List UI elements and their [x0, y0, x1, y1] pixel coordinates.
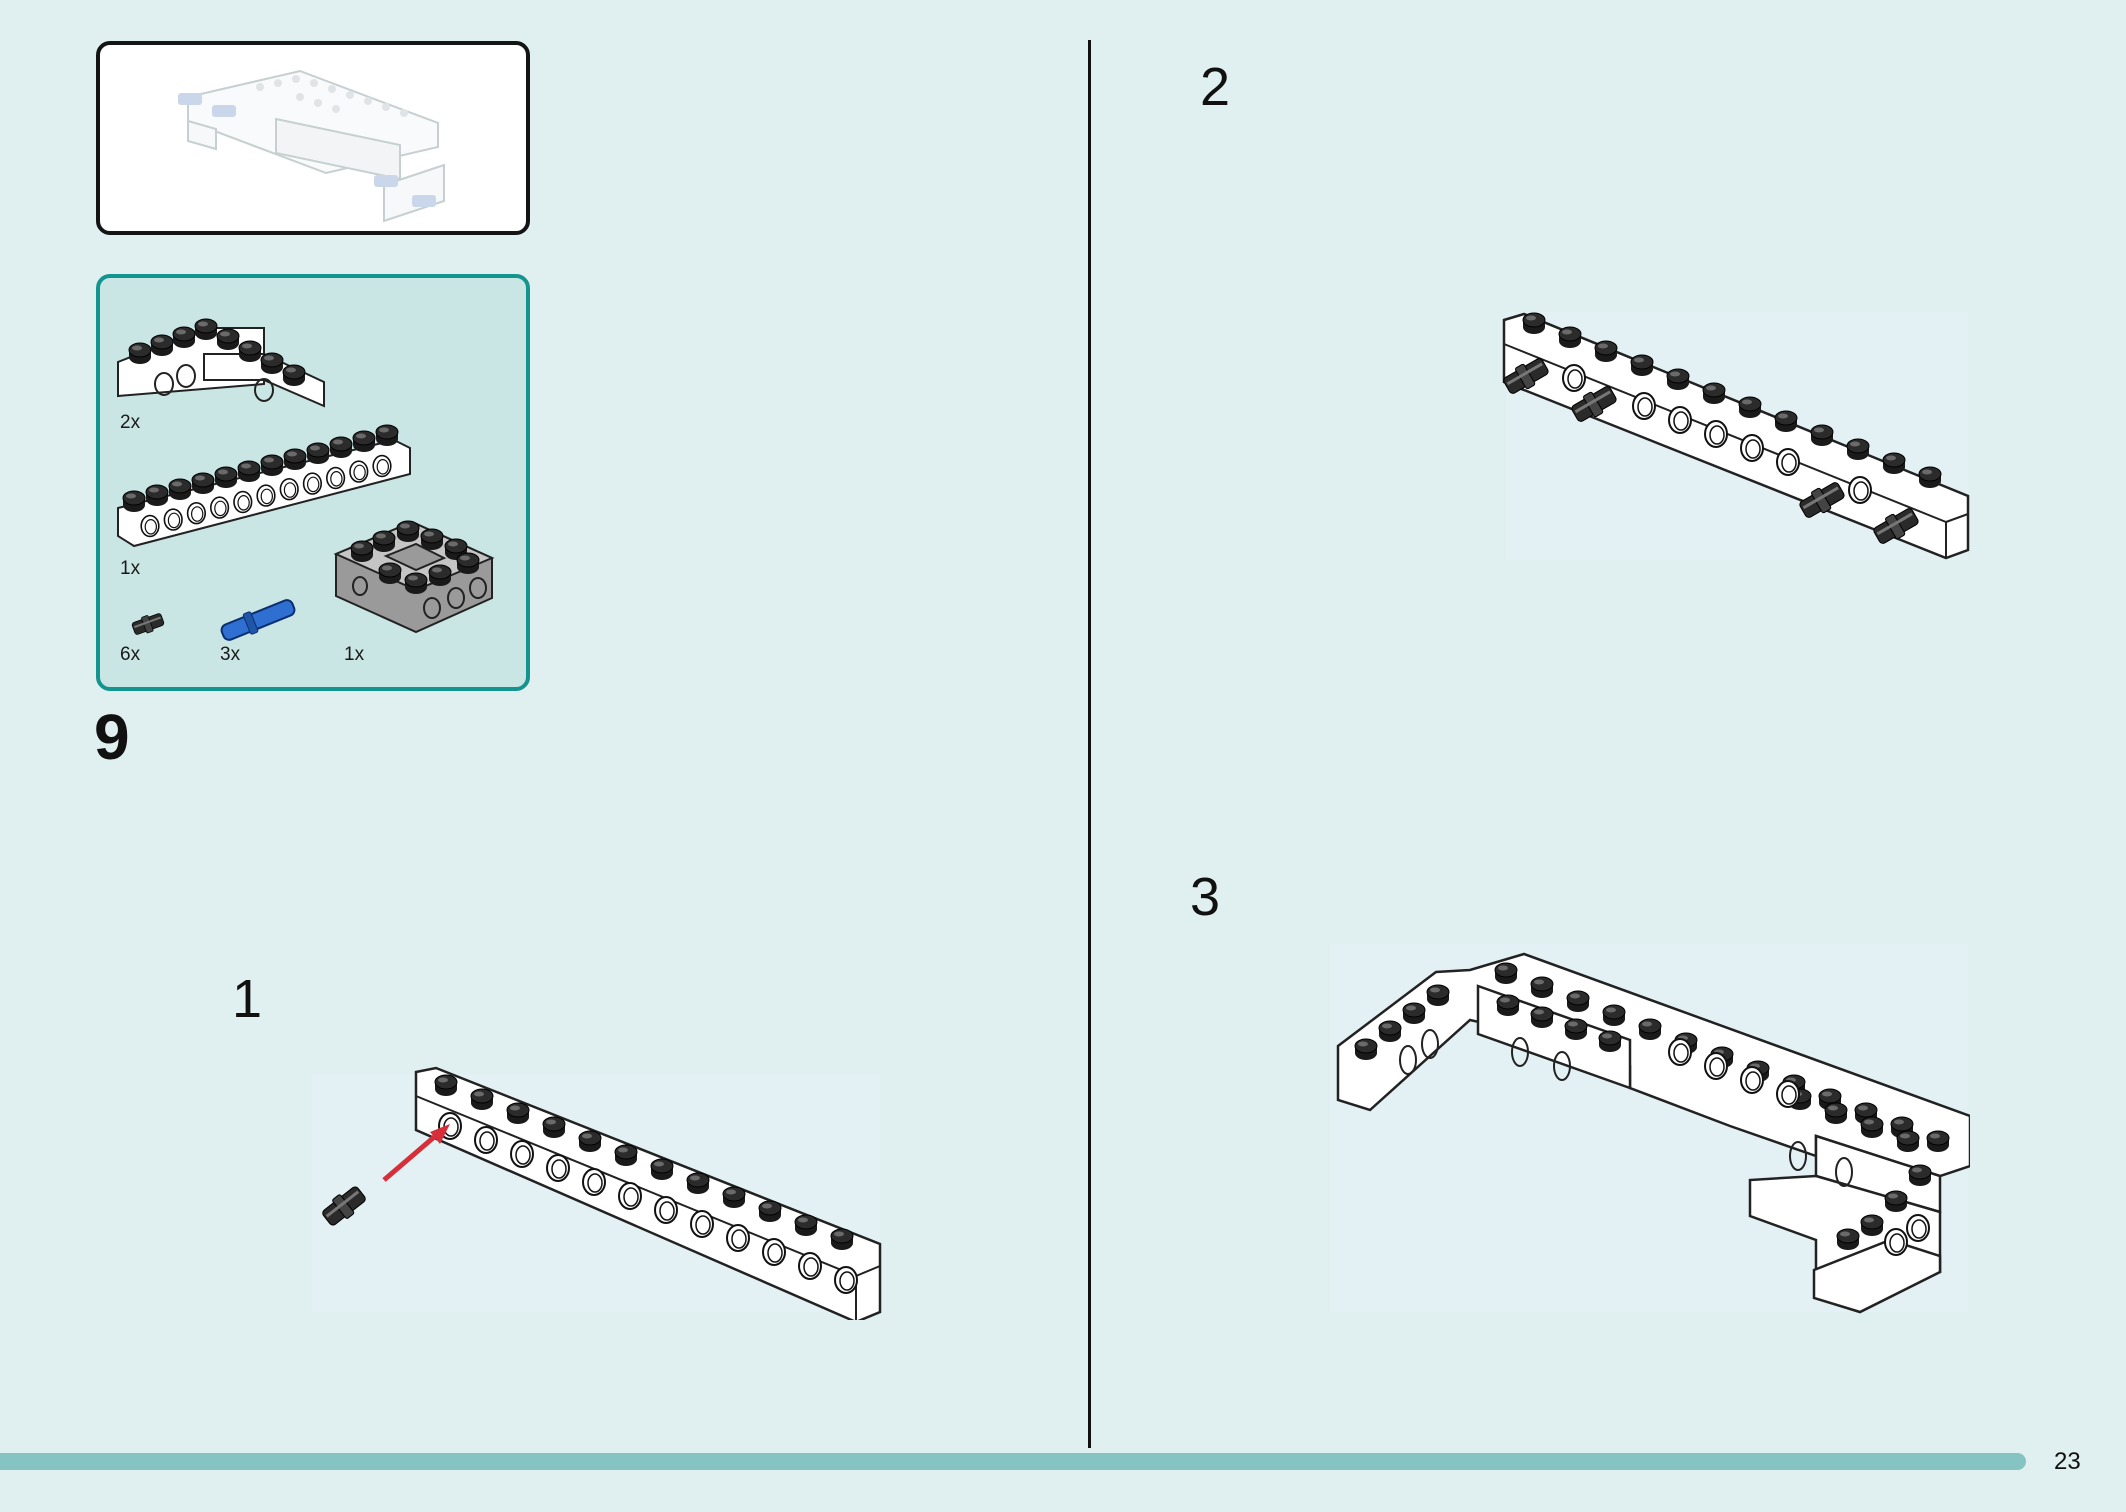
step3-illustration [1336, 952, 1970, 1314]
black-pin-icon [130, 610, 166, 638]
page-number: 23 [2054, 1448, 2081, 1475]
step1-illustration [318, 1066, 882, 1320]
model-preview-icon [178, 69, 445, 223]
blue-axle-pin-icon [220, 599, 296, 641]
part-qty: 6x [120, 644, 141, 665]
main-step-number: 9 [94, 701, 130, 773]
footer-progress-bar [0, 1453, 2026, 1470]
substep-number: 1 [232, 969, 263, 1029]
parts-list-box: 2x 1x 6x 3x [96, 274, 530, 691]
part-qty: 3x [220, 644, 241, 665]
straight-beam-icon [117, 424, 411, 548]
part-qty: 2x [120, 412, 141, 433]
substep-number: 2 [1200, 57, 1231, 117]
part-qty: 1x [344, 644, 365, 665]
substep-number: 3 [1190, 867, 1221, 927]
grey-frame-icon [333, 520, 495, 634]
part-qty: 1x [120, 558, 141, 579]
page-divider [1088, 40, 1091, 1448]
step2-illustration [1500, 312, 1970, 560]
model-preview-box [96, 41, 530, 235]
corner-beam-icon [117, 318, 325, 408]
